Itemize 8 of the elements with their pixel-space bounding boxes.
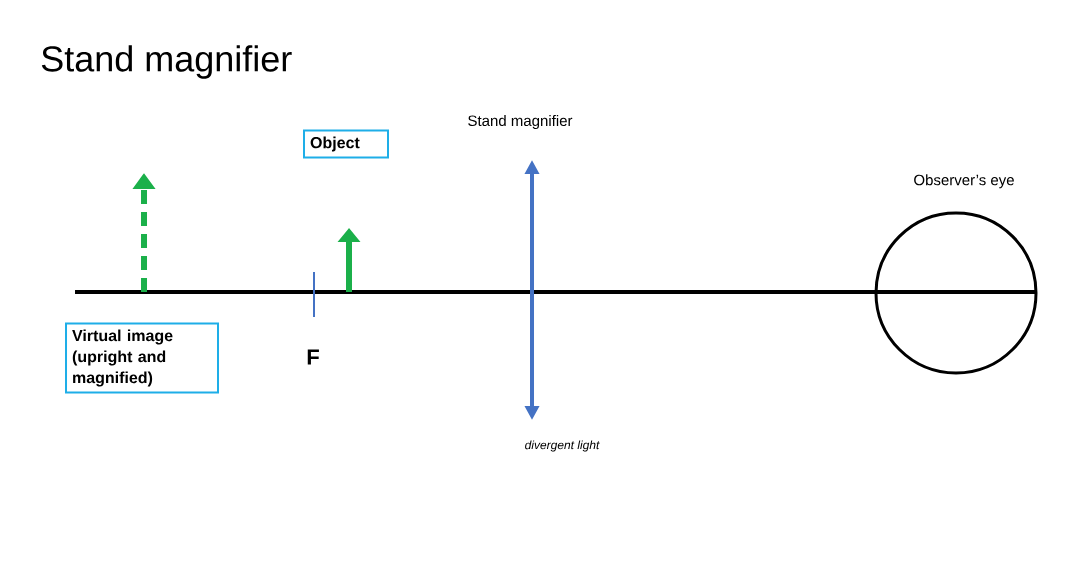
label-box: Object — [303, 129, 389, 159]
handwritten-note: divergent light — [525, 440, 600, 452]
label-box: Virtual image (upright and magnified) — [65, 322, 219, 394]
node-label: Observer’s eye — [914, 174, 1014, 189]
lens-label: Stand magnifier — [468, 115, 573, 129]
eye-circle — [874, 211, 1038, 375]
focal-point-label: F — [307, 349, 319, 365]
title: Stand magnifier — [41, 45, 292, 79]
